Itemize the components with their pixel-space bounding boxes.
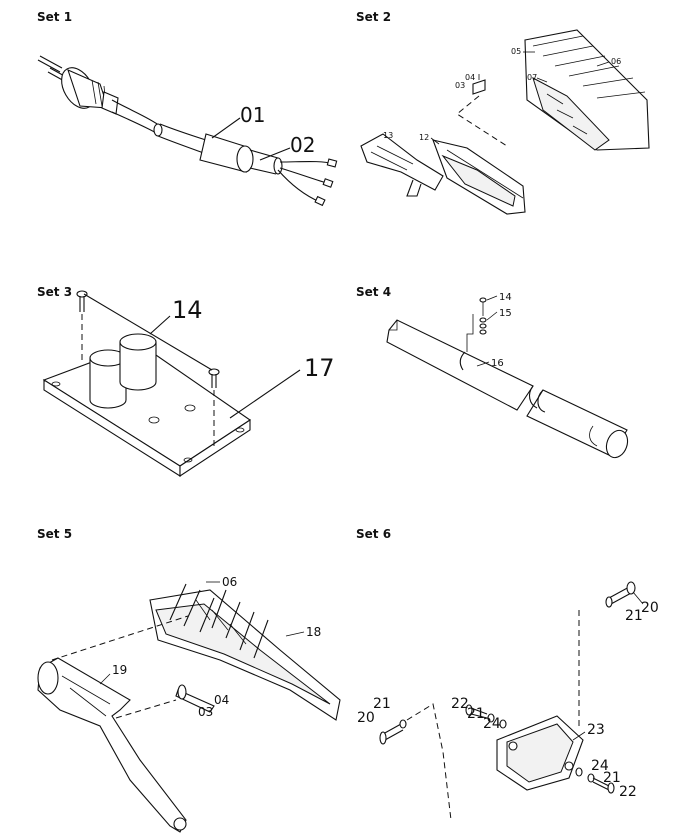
handle-part xyxy=(360,133,444,197)
callout-21: 21 xyxy=(373,696,391,712)
set-2-housing-diagram: 05 06 04 03 07 13 12 xyxy=(360,29,650,215)
callout-21: 21 xyxy=(603,770,621,786)
callout-05: 05 xyxy=(511,47,521,56)
screw-and-washers xyxy=(466,297,487,352)
set-4-tube-diagram: 14 15 16 xyxy=(386,292,629,459)
callout-18: 18 xyxy=(306,625,321,639)
callout-19: 19 xyxy=(112,663,127,677)
callout-14: 14 xyxy=(499,292,512,303)
set-4-label: Set 4 xyxy=(356,285,392,299)
plug-body xyxy=(61,67,119,115)
callout-07: 07 xyxy=(527,73,537,82)
set-3-label: Set 3 xyxy=(37,285,73,299)
set-5-label: Set 5 xyxy=(37,527,73,541)
lower-handle-part xyxy=(37,657,187,833)
callout-04: 04 xyxy=(214,693,229,707)
callout-20: 20 xyxy=(641,600,659,616)
callout-16: 16 xyxy=(491,358,504,369)
left-hardware xyxy=(465,704,507,729)
set-6-label: Set 6 xyxy=(356,527,392,541)
callout-22: 22 xyxy=(451,696,469,712)
pin-part xyxy=(175,684,215,713)
callout-24: 24 xyxy=(591,758,609,774)
callout-06: 06 xyxy=(611,57,621,66)
callout-22: 22 xyxy=(619,784,637,800)
callout-12: 12 xyxy=(419,133,429,142)
callout-04: 04 xyxy=(465,73,475,82)
cable xyxy=(111,99,213,155)
callout-14: 14 xyxy=(172,296,203,324)
callout-21: 21 xyxy=(625,608,643,624)
lower-housing-part xyxy=(432,139,526,215)
set-5-handle-frame-diagram: 06 18 19 04 03 xyxy=(37,575,341,833)
strain-relief xyxy=(199,133,283,175)
screw-04 xyxy=(472,74,486,95)
set-1-power-cord-diagram: 01 02 xyxy=(37,55,338,207)
callout-06: 06 xyxy=(222,575,237,589)
callout-23: 23 xyxy=(587,722,605,738)
capacitors xyxy=(89,333,157,409)
callout-17: 17 xyxy=(304,354,335,382)
callout-02: 02 xyxy=(290,133,315,157)
callout-20: 20 xyxy=(357,710,375,726)
upper-housing-part xyxy=(524,29,650,151)
left-screw xyxy=(379,719,407,745)
screws-14 xyxy=(76,290,220,446)
screws-06 xyxy=(169,583,269,659)
tube xyxy=(386,319,629,459)
right-hardware xyxy=(575,767,615,794)
callout-13: 13 xyxy=(383,131,393,140)
callout-15: 15 xyxy=(499,308,512,319)
set-1-label: Set 1 xyxy=(37,10,73,24)
wire-ends xyxy=(277,158,338,207)
callout-03: 03 xyxy=(198,705,213,719)
callout-24: 24 xyxy=(483,716,501,732)
callout-21: 21 xyxy=(467,706,485,722)
top-screw xyxy=(605,581,636,608)
bracket-ring xyxy=(496,715,584,791)
callout-01: 01 xyxy=(240,103,265,127)
set-2-label: Set 2 xyxy=(356,10,392,24)
set-3-capacitor-board-diagram: 14 17 xyxy=(42,290,335,478)
set-6-bracket-diagram: 20 21 21 20 22 21 24 23 24 21 22 xyxy=(357,581,659,821)
upper-frame-part xyxy=(149,589,341,721)
callout-03: 03 xyxy=(455,81,465,90)
